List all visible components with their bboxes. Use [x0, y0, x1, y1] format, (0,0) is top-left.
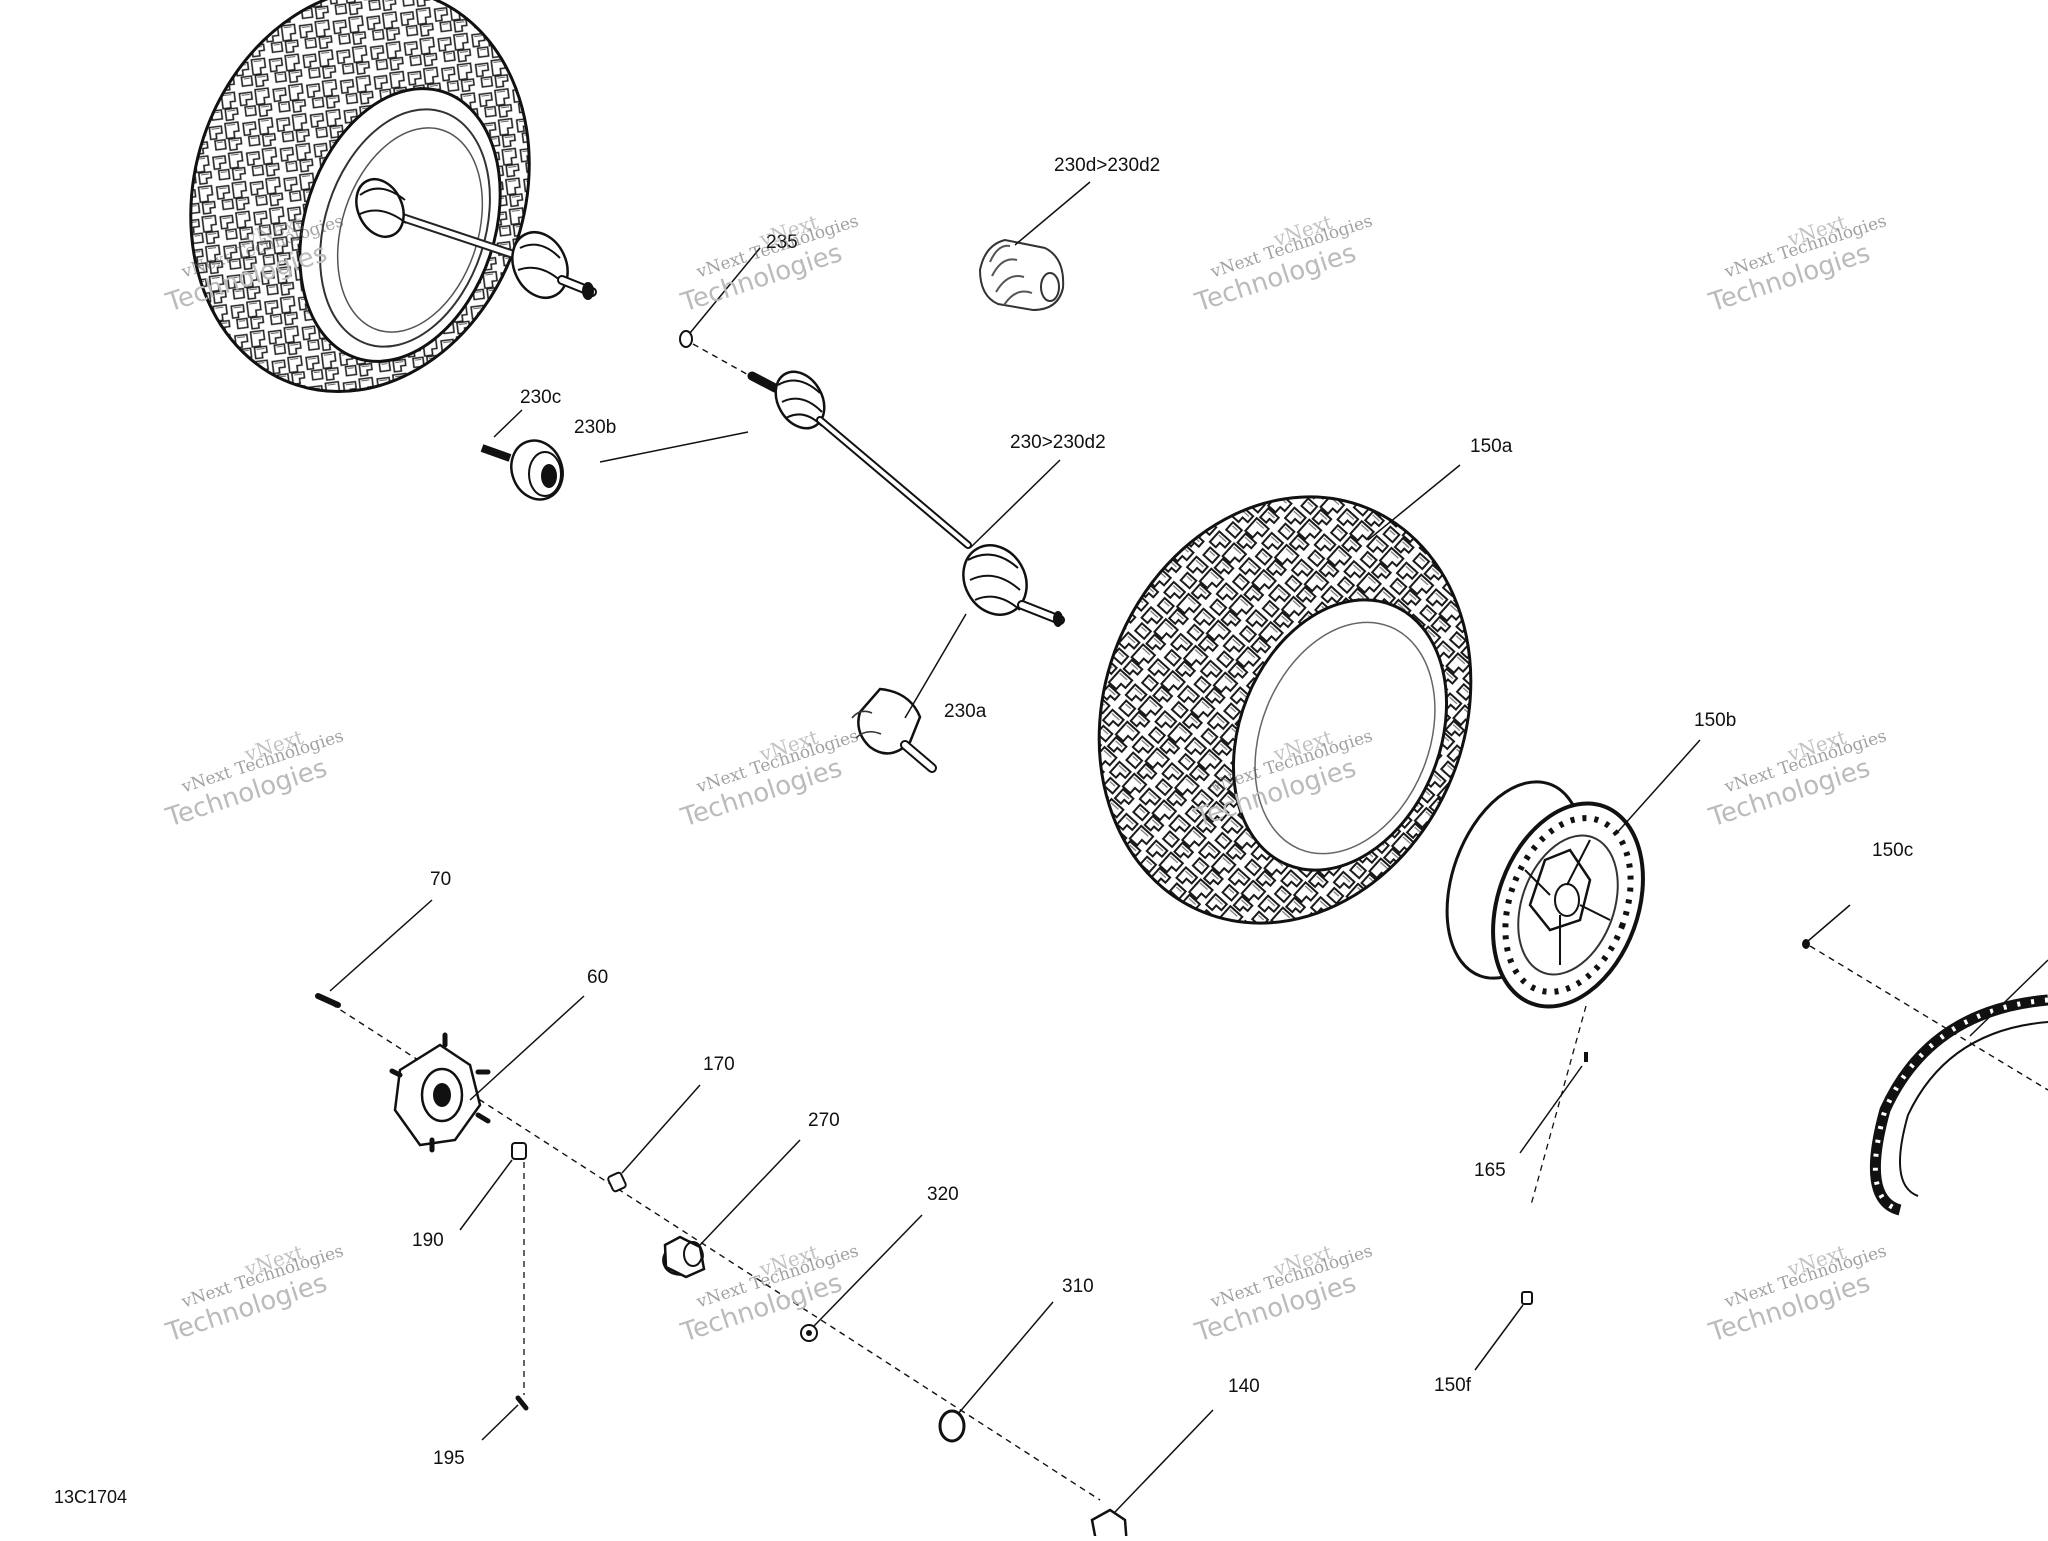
callout-150a: 150a: [1470, 436, 1513, 457]
callout-165: 165: [1474, 1160, 1506, 1181]
callout-140: 140: [1228, 1376, 1260, 1397]
callout-170: 170: [703, 1054, 735, 1075]
callout-310: 310: [1062, 1276, 1094, 1297]
callout-150b: 150b: [1694, 710, 1737, 731]
drive-shaft-230: [747, 370, 1065, 627]
boot-230d: [978, 181, 1091, 312]
callout-150c: 150c: [1872, 840, 1914, 861]
callout-230a: 230a: [944, 701, 987, 722]
joint-230b: [480, 409, 749, 501]
rim-150b: [1445, 739, 1701, 1206]
beadlock-ring-150c: [1802, 904, 2048, 1216]
joint-230a: [851, 613, 967, 773]
callout-230c: 230c: [520, 387, 562, 408]
callout-235: 235: [766, 232, 798, 253]
callout-230-230d2: 230>230d2: [1010, 432, 1106, 453]
callout-195: 195: [433, 1448, 465, 1469]
drawing-code: 13C1704: [54, 1487, 128, 1507]
callout-190: 190: [412, 1230, 444, 1251]
assembled-wheel-top-left: [189, 0, 597, 394]
callout-60: 60: [587, 967, 609, 988]
callout-230b: 230b: [574, 417, 617, 438]
callout-270: 270: [808, 1110, 840, 1131]
callout-320: 320: [927, 1184, 959, 1205]
hub-assembly: [315, 899, 1588, 1541]
ring-235: [679, 247, 761, 378]
callout-70: 70: [430, 869, 452, 890]
callout-230d-230d2: 230d>230d2: [1054, 155, 1161, 176]
tire-150a: [1097, 464, 1473, 925]
callout-150f: 150f: [1434, 1375, 1471, 1396]
